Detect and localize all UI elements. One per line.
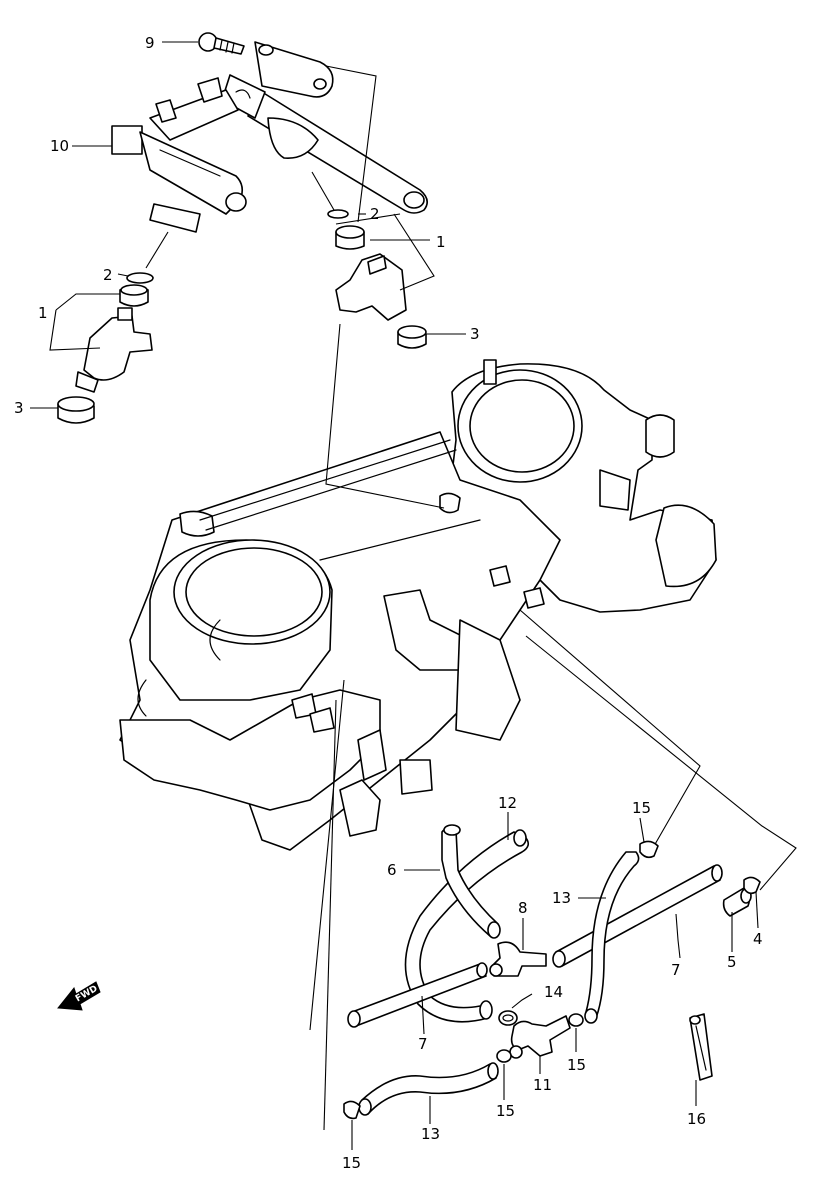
reference-lines [49, 65, 797, 1131]
label-1-left: 1 [38, 304, 48, 322]
clip-4 [743, 876, 761, 895]
label-3-left: 3 [14, 399, 24, 417]
label-3-right: 3 [470, 325, 480, 343]
hose-7-left [347, 962, 488, 1028]
label-15-mid: 15 [496, 1102, 515, 1120]
label-7-right: 7 [671, 961, 681, 979]
fuel-delivery-pipe [111, 41, 428, 233]
label-15-top: 15 [632, 799, 651, 817]
label-16: 16 [687, 1110, 706, 1128]
clamp-15-bottom [343, 1100, 361, 1120]
clamp-15-top [639, 840, 659, 859]
fwd-arrow-icon: FWD [57, 981, 101, 1011]
label-9: 9 [145, 34, 155, 52]
label-8: 8 [518, 899, 528, 917]
label-6: 6 [387, 861, 397, 879]
label-11: 11 [533, 1076, 552, 1094]
seal-3-left [57, 396, 95, 424]
fwd-label: FWD [74, 984, 99, 1004]
part-leaders [30, 41, 759, 1150]
label-7-left: 7 [418, 1035, 428, 1053]
label-2-right: 2 [370, 205, 380, 223]
label-13-right: 13 [552, 889, 571, 907]
fitting-8 [489, 941, 547, 977]
label-4: 4 [753, 930, 763, 948]
clamp-15-mid [496, 1013, 584, 1063]
bolt-9 [198, 32, 245, 55]
label-5: 5 [727, 953, 737, 971]
seal-3-right [397, 325, 427, 349]
label-15-bottom: 15 [342, 1154, 361, 1172]
label-2-left: 2 [103, 266, 113, 284]
label-15-right: 15 [567, 1056, 586, 1074]
label-14: 14 [544, 983, 563, 1001]
label-10: 10 [50, 137, 69, 155]
label-12: 12 [498, 794, 517, 812]
hose-6 [441, 824, 501, 939]
fitting-11 [509, 1015, 571, 1059]
bracket-16 [689, 1013, 713, 1081]
injector-right [327, 209, 407, 321]
throttle-body [119, 359, 717, 851]
injector-left [75, 272, 154, 393]
label-13-bottom: 13 [421, 1125, 440, 1143]
clamp-14 [498, 1010, 518, 1026]
hose-7-right [552, 864, 723, 968]
hose-13-bottom [358, 1062, 499, 1116]
label-1-right: 1 [436, 233, 446, 251]
hose-13-right [584, 851, 640, 1024]
